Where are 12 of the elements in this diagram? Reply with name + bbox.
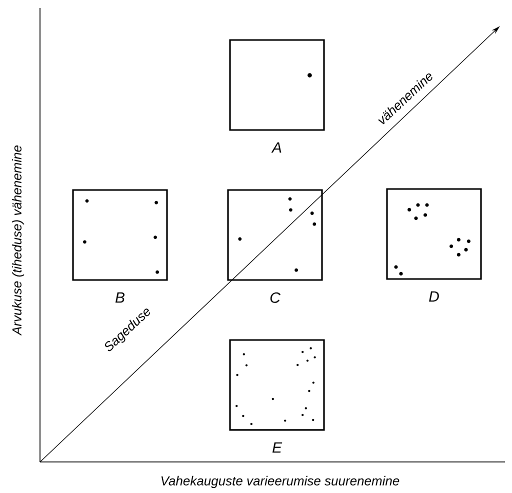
square-frame	[229, 339, 325, 431]
box-letter: D	[429, 291, 439, 302]
axis-label: Vahekauguste varieerumise suurenemine	[161, 476, 400, 488]
square-frame	[386, 188, 482, 280]
box-letter: B	[115, 292, 124, 303]
axis-label: Arvukuse (tiheduse) vähenemine	[12, 146, 24, 336]
box-letter: A	[271, 142, 282, 153]
square-frame	[229, 39, 325, 131]
square-frame	[72, 189, 168, 281]
box-letter: E	[272, 442, 282, 453]
box-letter: C	[270, 292, 280, 303]
square-frame	[227, 189, 323, 281]
